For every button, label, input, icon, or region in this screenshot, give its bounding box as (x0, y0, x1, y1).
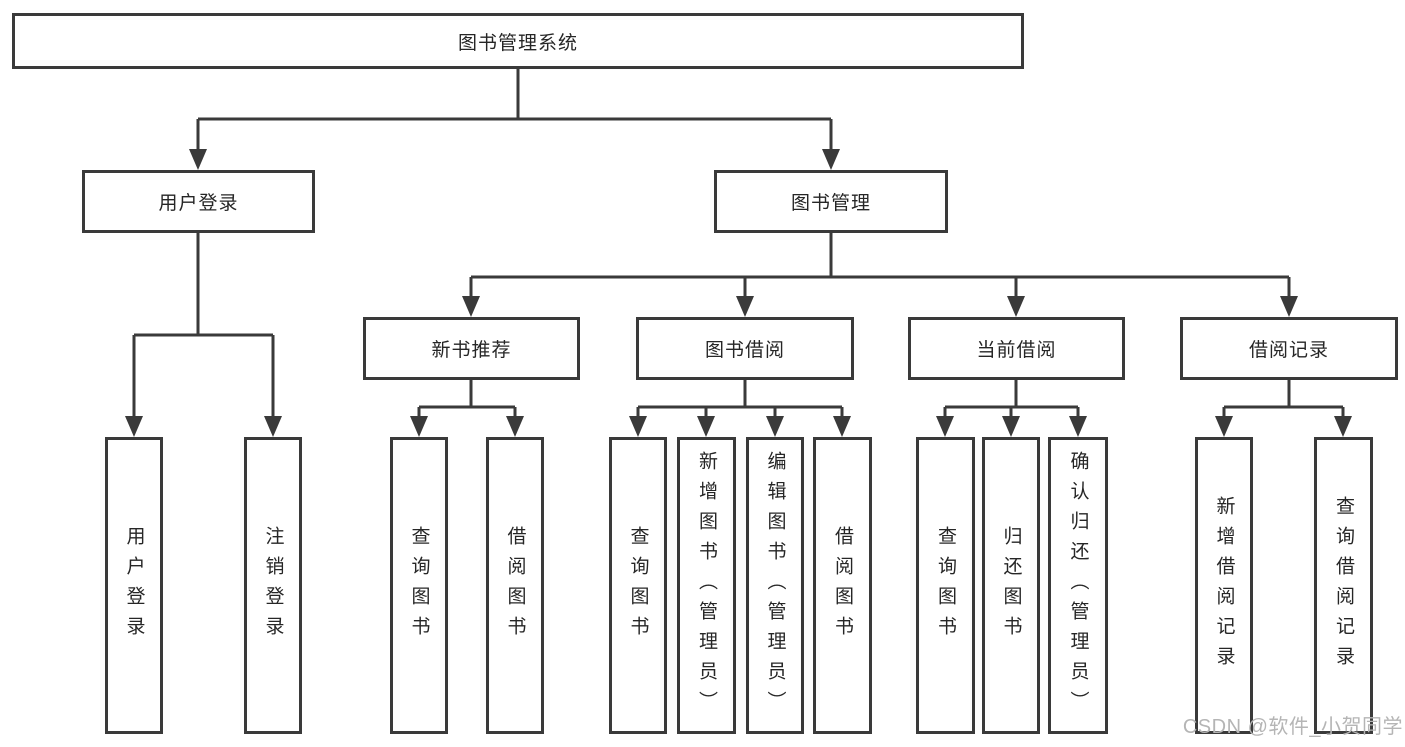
node-borrowing-records: 借阅记录 (1180, 317, 1398, 380)
node-user-login: 用户登录 (82, 170, 315, 233)
node-label: 借阅图书 (832, 525, 853, 646)
node-label: 新增借阅记录 (1213, 495, 1235, 676)
node-label: 查询图书 (935, 525, 956, 646)
leaf-query-books-borrowing: 查询图书 (609, 437, 667, 734)
leaf-add-book-admin: 新增图书（管理员） (677, 437, 736, 734)
node-label: 用户登录 (158, 193, 239, 214)
node-book-management: 图书管理 (714, 170, 948, 233)
node-label: 当前借阅 (976, 340, 1057, 361)
leaf-return-books: 归还图书 (982, 437, 1040, 734)
node-label: 查询图书 (627, 525, 649, 646)
leaf-logout: 注销登录 (244, 437, 302, 734)
node-label: 查询图书 (408, 525, 430, 646)
node-label: 新增图书（管理员） (696, 450, 717, 721)
node-label: 用户登录 (123, 525, 145, 646)
leaf-query-books-current: 查询图书 (916, 437, 975, 734)
node-label: 借阅图书 (504, 525, 526, 646)
node-label: 图书管理系统 (457, 32, 578, 54)
leaf-add-borrow-record: 新增借阅记录 (1195, 437, 1253, 734)
node-book-borrowing: 图书借阅 (636, 317, 854, 380)
node-new-book-recommendation: 新书推荐 (363, 317, 580, 380)
node-library-system: 图书管理系统 (12, 13, 1024, 69)
node-label: 查询借阅记录 (1333, 495, 1354, 676)
node-current-borrowing: 当前借阅 (908, 317, 1125, 380)
watermark: CSDN @软件_小贺同学 (1182, 716, 1403, 738)
leaf-user-login: 用户登录 (105, 437, 163, 734)
node-label: 注销登录 (262, 525, 284, 646)
leaf-query-borrow-record: 查询借阅记录 (1314, 437, 1373, 734)
leaf-edit-book-admin: 编辑图书（管理员） (746, 437, 804, 734)
node-label: 归还图书 (1000, 525, 1022, 646)
leaf-borrow-books-borrowing: 借阅图书 (813, 437, 872, 734)
node-label: 新书推荐 (431, 340, 512, 361)
node-label: 确认归还（管理员） (1067, 450, 1089, 721)
leaf-query-books-recommend: 查询图书 (390, 437, 448, 734)
node-label: 图书管理 (790, 193, 871, 214)
leaf-borrow-books-recommend: 借阅图书 (486, 437, 544, 734)
node-label: 借阅记录 (1248, 340, 1329, 361)
node-label: 图书借阅 (704, 340, 785, 361)
node-label: 编辑图书（管理员） (764, 450, 786, 721)
leaf-confirm-return-admin: 确认归还（管理员） (1048, 437, 1108, 734)
